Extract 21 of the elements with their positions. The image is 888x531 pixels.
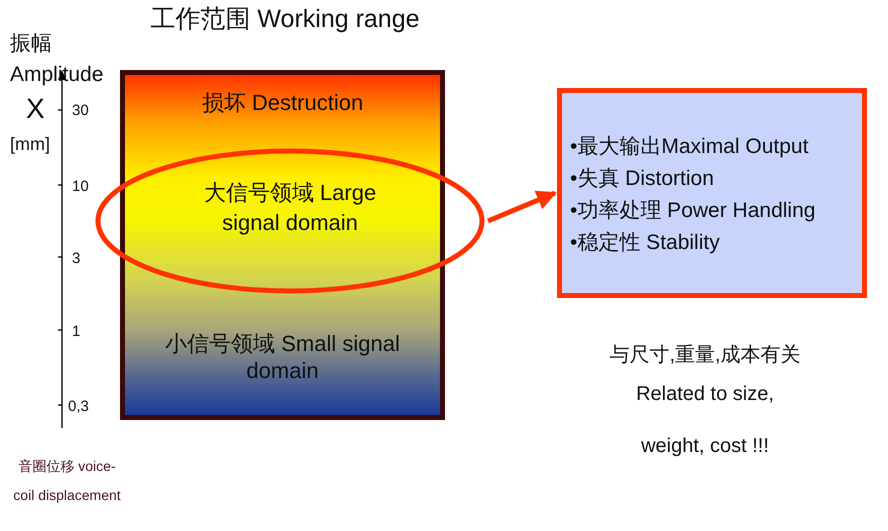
tick-label: 3 <box>72 249 80 269</box>
list-item: •失真 Distortion <box>570 166 715 192</box>
region-label: 小信号领域 Small signal domain <box>164 330 401 384</box>
axis-label: X <box>26 92 45 126</box>
list-item: •功率处理 Power Handling <box>570 198 816 224</box>
axis-label: 音圈位移 voice-coil displacement <box>12 457 122 505</box>
list-item: •最大输出Maximal Output <box>570 134 810 160</box>
axis-label: Related to size, weight, cost !!! <box>635 382 775 459</box>
region-label: 大信号领域 Large signal domain <box>202 179 378 237</box>
tick-label: 30 <box>72 101 89 121</box>
list-item: •稳定性 Stability <box>570 230 721 256</box>
heading: 工作范围 Working range <box>149 4 421 34</box>
gradient-box <box>120 70 445 420</box>
arrow <box>487 190 557 224</box>
tick-label: 1 <box>72 322 80 342</box>
tick-label: 0,3 <box>68 397 89 417</box>
axis-label: [mm] <box>10 133 50 156</box>
axis-label: 与尺寸,重量,成本有关 <box>608 343 802 368</box>
tick-label: 10 <box>72 177 89 197</box>
region-label: 损坏 Destruction <box>200 89 364 116</box>
list-box <box>557 88 867 298</box>
